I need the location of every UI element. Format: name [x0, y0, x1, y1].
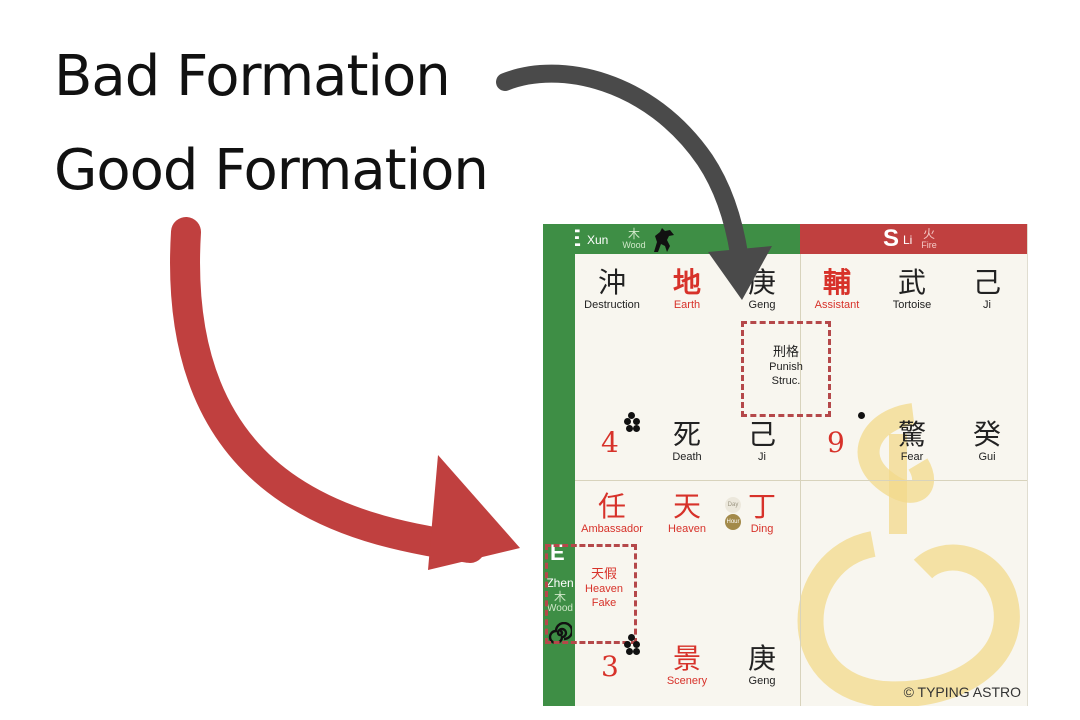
dot	[626, 425, 633, 432]
s-name: Li	[903, 233, 913, 247]
dot	[633, 418, 640, 425]
dot	[628, 412, 635, 419]
s-top-deity: 武 Tortoise	[892, 266, 932, 312]
s-top-star: 輔 Assistant	[814, 266, 860, 312]
good-formation-label: 天假 Heaven Fake	[585, 567, 623, 610]
se-top-stem-1: 沖 Destruction	[584, 266, 640, 312]
e-top-stem: 丁 Ding	[747, 490, 776, 536]
headline-good-formation: Good Formation	[54, 138, 489, 203]
dot	[628, 634, 635, 641]
se-palace-number: 4	[601, 426, 619, 459]
e-top-star: 任 Ambassador	[581, 490, 643, 536]
dot	[633, 425, 640, 432]
good-formation-box	[545, 544, 637, 644]
se-top-stem-2: 地 Earth	[672, 266, 701, 312]
dot	[633, 648, 640, 655]
qimen-chart-panel: SE Xun 木 Wood S Li 火 Fire E Zhen 木 Wood …	[543, 224, 1028, 706]
se-bottom-door: 死 Death	[672, 418, 702, 464]
e-palace-number: 3	[601, 650, 619, 683]
s-palace-number: 9	[827, 426, 845, 459]
bad-formation-label: 刑格 Punish Struc.	[769, 345, 803, 388]
dot	[624, 641, 631, 648]
copyright-text: © TYPING ASTRO	[903, 684, 1021, 700]
s-direction: S	[883, 225, 900, 252]
se-top-stem-3: 庚 Geng	[747, 266, 776, 312]
e-element: 木 Wood	[547, 590, 573, 614]
s-bottom-stem: 癸 Gui	[972, 418, 1001, 464]
s-element: 火 Fire	[921, 227, 937, 250]
e-bottom-stem: 庚 Geng	[747, 642, 776, 688]
hour-badge: Hour	[725, 514, 741, 530]
dot	[626, 648, 633, 655]
s-top-stem: 己 Ji	[972, 266, 1001, 312]
dot	[624, 418, 631, 425]
day-badge: Day	[725, 497, 741, 513]
dot	[633, 641, 640, 648]
s-bottom-door: 驚 Fear	[897, 418, 926, 464]
bad-formation-box	[741, 321, 831, 417]
headline-bad-formation: Bad Formation	[54, 44, 451, 109]
se-header: SE Xun 木 Wood	[543, 224, 800, 254]
s-header: S Li 火 Fire	[800, 224, 1027, 254]
e-bottom-door: 景 Scenery	[666, 642, 708, 688]
e-top-deity: 天 Heaven	[668, 490, 706, 536]
se-bottom-stem: 己 Ji	[747, 418, 776, 464]
dot	[858, 412, 865, 419]
se-name: Xun	[587, 233, 609, 247]
se-element: 木 Wood	[622, 227, 646, 250]
watermark-logo	[797, 403, 1020, 706]
horse-icon	[654, 228, 674, 252]
red-arrowhead-icon	[428, 455, 520, 570]
e-name: Zhen	[546, 576, 574, 590]
grid-divider-horizontal	[575, 480, 1027, 481]
red-arrow-icon	[170, 217, 485, 563]
